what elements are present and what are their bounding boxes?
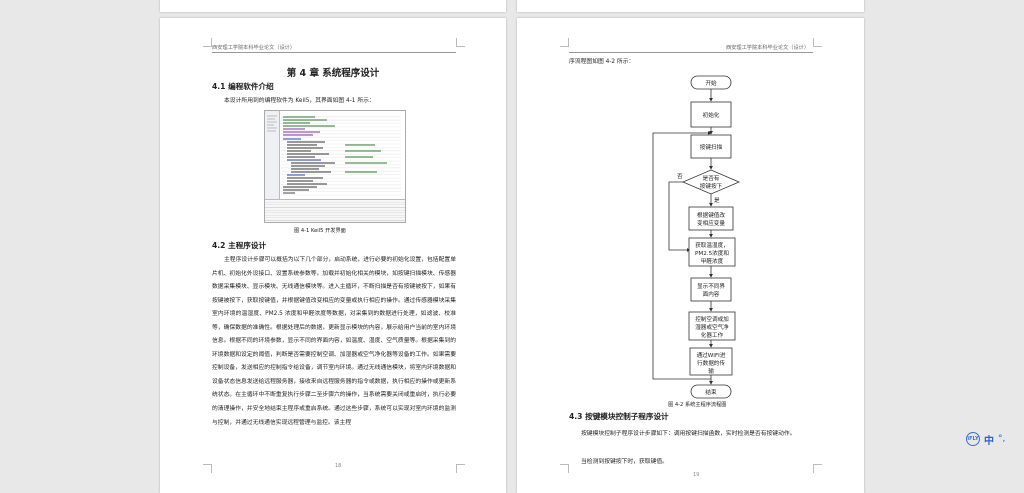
- document-page-18: 西安理工学院本科毕业论文（设计） 第 4 章 系统程序设计 4.1 编程软件介绍…: [160, 18, 506, 493]
- flow-decision-label-1: 是否有: [703, 174, 720, 182]
- figure-4-2-caption: 图 4-2 系统主程序流程图: [668, 402, 727, 408]
- keil-code-lines: [267, 115, 387, 194]
- flow-display-label-2: 面内容: [703, 290, 720, 298]
- section-heading-4-1: 4.1 编程软件介绍: [212, 82, 274, 91]
- flow-scan-label: 按键扫描: [700, 143, 723, 151]
- crop-mark: [203, 38, 212, 47]
- keil-screenshot-figure: [264, 110, 406, 223]
- crop-mark: [813, 464, 822, 473]
- crop-mark: [560, 38, 569, 47]
- flow-control-label-1: 控制空调或加: [695, 315, 729, 323]
- flow-no-label: 否: [677, 173, 683, 180]
- flow-acquire-label-3: 甲醛浓度: [701, 257, 724, 265]
- flow-decision-node: [681, 169, 741, 195]
- flow-end-label: 结束: [705, 388, 717, 396]
- page-number: 19: [693, 472, 700, 478]
- crop-mark: [560, 464, 569, 473]
- keil-project-pane: [265, 111, 280, 199]
- document-page-19: 西安理工学院本科毕业论文（设计） 序流程图如图 4-2 所示： 开始 初始化 按…: [517, 18, 864, 493]
- header-rule: [212, 52, 456, 53]
- crop-mark: [456, 38, 465, 47]
- flow-end-node: [690, 384, 732, 399]
- flow-yes-label: 是: [714, 197, 720, 204]
- crop-mark: [203, 464, 212, 473]
- previous-page-right: [517, 0, 864, 12]
- flow-start-label: 开始: [705, 79, 717, 87]
- ime-language-toggle[interactable]: 中: [984, 435, 994, 447]
- section-heading-4-3: 4.3 按键模块控制子程序设计: [569, 412, 669, 421]
- key-module-paragraph-2: 当检测到按键按下时，获取键值。: [581, 459, 668, 465]
- flow-control-node: [688, 311, 736, 341]
- flow-loop-back: [652, 131, 712, 380]
- main-program-paragraph: 主程序设计步骤可以概括为以下几个部分，启动系统，进行必要的初始化设置，包括配置单…: [212, 257, 456, 426]
- flow-change-label-1: 根据键值改: [697, 211, 725, 219]
- page-header: 西安理工学院本科毕业论文（设计）: [212, 45, 296, 51]
- flow-wifi-label-2: 行数据的传: [697, 359, 725, 367]
- figure-4-1-caption: 图 4-1 Keil5 开发界面: [294, 228, 346, 234]
- flow-init-node: [690, 101, 732, 128]
- flow-acquire-node: [688, 237, 736, 267]
- flow-control-label-2: 湿器或空气净: [695, 323, 729, 331]
- crop-mark: [456, 464, 465, 473]
- flowchart-figure: 开始 初始化 按键扫描 是否有 按键按下 否 是 根据键值改 变相应变量 获取温…: [652, 75, 741, 399]
- flow-wifi-label-3: 输: [708, 367, 714, 375]
- ime-toolbar[interactable]: iFLY 中 °,: [966, 431, 1005, 447]
- chapter-title: 第 4 章 系统程序设计: [286, 68, 380, 79]
- flow-init-label: 初始化: [703, 111, 720, 119]
- lead-text: 序流程图如图 4-2 所示：: [569, 59, 635, 65]
- flow-decision-label-2: 按键按下: [700, 182, 723, 190]
- flow-no-branch: [668, 181, 691, 252]
- header-rule: [569, 52, 813, 53]
- previous-page-left: [160, 0, 506, 12]
- flow-wifi-node: [689, 347, 733, 376]
- ime-punctuation-toggle[interactable]: °,: [998, 434, 1006, 444]
- ime-logo-icon[interactable]: iFLY: [966, 432, 980, 446]
- flow-acquire-label-2: PM2.5浓度和: [695, 249, 729, 257]
- flow-wifi-label-1: 通过WIFI进: [697, 351, 726, 359]
- flow-display-label-1: 显示不同界: [697, 283, 725, 290]
- key-module-paragraph-1: 按键模块控制子程序设计步骤如下：调用按键扫描函数，实时检测是否有按键动作。: [581, 431, 796, 437]
- flow-change-label-2: 变相应变量: [697, 219, 725, 227]
- crop-mark: [813, 38, 822, 47]
- page-number: 18: [335, 463, 342, 469]
- section-heading-4-2: 4.2 主程序设计: [212, 241, 267, 250]
- flow-control-label-3: 化器工作: [701, 331, 724, 339]
- page-header: 西安理工学院本科毕业论文（设计）: [726, 45, 810, 51]
- keil-build-output: [265, 199, 405, 222]
- flow-acquire-label-1: 获取温湿度，: [695, 241, 729, 249]
- intro-text: 本设计所用到的编程软件为 Keil5，其界面如图 4-1 所示：: [224, 98, 375, 104]
